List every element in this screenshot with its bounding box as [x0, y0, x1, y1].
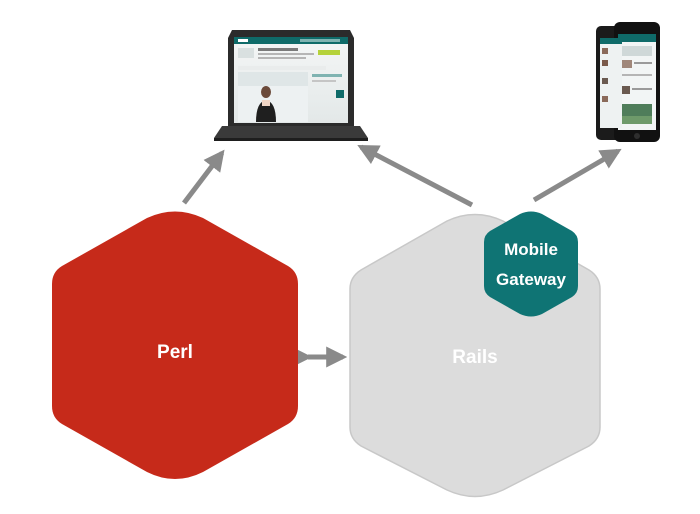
connection-arrows — [182, 144, 622, 368]
arrow-rails-to-laptop — [357, 144, 474, 208]
mobile-gateway-label-line2: Gateway — [496, 270, 566, 289]
arrow-perl-to-laptop — [182, 149, 225, 205]
perl-hexagon — [52, 211, 298, 479]
mobile-gateway-node: Mobile Gateway — [484, 211, 578, 317]
mobile-gateway-label-line1: Mobile — [504, 240, 558, 259]
perl-label: Perl — [157, 342, 193, 363]
mobile-gateway-hexagon — [484, 211, 578, 317]
smartphone-icon — [596, 22, 660, 142]
arrow-gateway-to-phone — [532, 148, 622, 203]
perl-node: Perl — [52, 211, 298, 479]
rails-label: Rails — [452, 347, 497, 368]
laptop-icon — [214, 30, 368, 141]
